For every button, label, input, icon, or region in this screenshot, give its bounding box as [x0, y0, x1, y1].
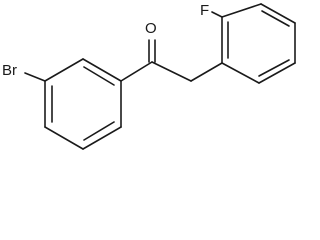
c-br-bond — [24, 72, 46, 82]
ring2-bond-3 — [260, 3, 296, 24]
ring2-bond-6 — [221, 62, 260, 84]
ring2-double-bond-c — [258, 59, 290, 77]
ring1-double-bond-b — [83, 121, 115, 141]
ring1-bond-4 — [44, 126, 84, 150]
methylene-to-ring-bond — [190, 62, 223, 82]
bromine-atom-label: Br — [2, 62, 17, 79]
c-f-bond — [211, 11, 223, 18]
ring-to-carbonyl-bond — [120, 61, 153, 82]
molecule-structure-diagram: Br O F — [2, 2, 296, 150]
ring1-double-bond-a — [83, 66, 115, 86]
oxygen-atom-label: O — [145, 20, 157, 37]
fluorophenyl-ring — [221, 3, 296, 84]
ring1-bond-6 — [44, 58, 84, 82]
ring2-double-bond-b — [261, 10, 290, 27]
carbonyl-to-methylene-bond — [151, 61, 192, 82]
ring1-bond-1 — [82, 58, 122, 82]
ring2-bond-5 — [258, 62, 296, 84]
ring1-bond-3 — [82, 126, 122, 150]
bromophenyl-ring — [44, 58, 122, 150]
fluorine-atom-label: F — [200, 2, 209, 19]
ring2-bond-2 — [221, 3, 262, 18]
